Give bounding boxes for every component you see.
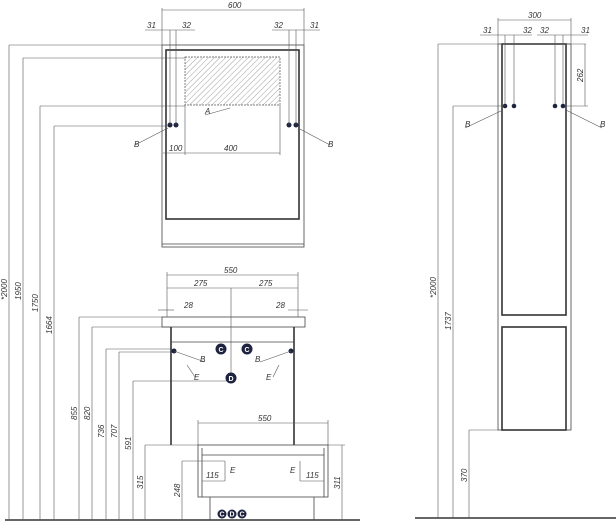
- dim-h311: 311: [333, 476, 342, 489]
- dim-h591: 591: [124, 437, 133, 450]
- label-b: B: [200, 355, 206, 364]
- label-b: B: [600, 120, 606, 129]
- dim-top-offset: 262: [576, 68, 585, 83]
- label-e: E: [194, 373, 200, 382]
- dim-h707: 707: [110, 424, 119, 438]
- dim-h315: 315: [136, 475, 145, 489]
- dim-h2000: *2000: [429, 277, 438, 298]
- dim-offset: 115: [306, 471, 319, 480]
- dim-h370: 370: [460, 468, 469, 482]
- dim-h820: 820: [83, 406, 92, 420]
- dim-area-width: 400: [224, 144, 238, 153]
- dim-h1737: 1737: [444, 312, 453, 330]
- svg-text:C: C: [220, 512, 225, 519]
- dim-gap: 31: [581, 26, 590, 35]
- height-dimensions: [8, 44, 345, 520]
- label-mount-b: B: [134, 140, 140, 149]
- dim-h1750: 1750: [31, 294, 40, 312]
- label-b: B: [465, 120, 471, 129]
- dim-gap: 31: [147, 21, 156, 30]
- dim-edge: 28: [183, 301, 193, 310]
- dim-h1664: 1664: [45, 316, 54, 334]
- label-area-a: A: [204, 107, 210, 116]
- label-e: E: [230, 466, 236, 475]
- label-e: E: [266, 373, 272, 382]
- connection-d-icon: D: [227, 509, 237, 519]
- dim-half: 275: [193, 279, 208, 288]
- svg-text:D: D: [230, 512, 235, 519]
- dim-gap: 31: [483, 26, 492, 35]
- dim-gap: 32: [274, 21, 283, 30]
- dim-edge: 28: [275, 301, 285, 310]
- svg-text:D: D: [229, 376, 234, 383]
- dim-vanity-width: 550: [224, 266, 238, 275]
- dim-h855: 855: [70, 406, 79, 420]
- connection-c-icon: C: [217, 509, 227, 519]
- dim-gap: 32: [523, 26, 532, 35]
- floor-line: [5, 517, 616, 521]
- dim-offset: 100: [169, 144, 183, 153]
- connection-c-icon: C: [241, 343, 253, 355]
- label-e: E: [290, 466, 296, 475]
- label-b: B: [255, 355, 261, 364]
- drawer-unit: [197, 420, 329, 520]
- dim-half: 275: [258, 279, 273, 288]
- mounting-area-hatch: [184, 56, 281, 106]
- dim-gap: 31: [310, 21, 319, 30]
- dim-h248: 248: [173, 483, 182, 498]
- dim-column-width: 300: [528, 11, 542, 20]
- dim-h736: 736: [97, 424, 106, 438]
- dim-mirror-width: 600: [228, 1, 242, 10]
- dim-drawer-width: 550: [258, 414, 272, 423]
- connection-c-icon: C: [215, 343, 227, 355]
- mirror: [134, 8, 331, 248]
- dim-h2000: *2000: [0, 279, 9, 300]
- svg-text:C: C: [245, 347, 250, 354]
- dim-h1950: 1950: [14, 282, 23, 300]
- connection-c-icon: C: [237, 509, 247, 519]
- dim-gap: 32: [182, 21, 191, 30]
- connection-d-icon: D: [225, 372, 237, 384]
- dim-offset: 115: [206, 471, 219, 480]
- dim-gap: 32: [540, 26, 549, 35]
- vanity-unit: [158, 272, 308, 445]
- label-mount-b: B: [328, 140, 334, 149]
- tall-cabinet: [437, 18, 603, 518]
- svg-text:C: C: [240, 512, 245, 519]
- svg-text:C: C: [219, 347, 224, 354]
